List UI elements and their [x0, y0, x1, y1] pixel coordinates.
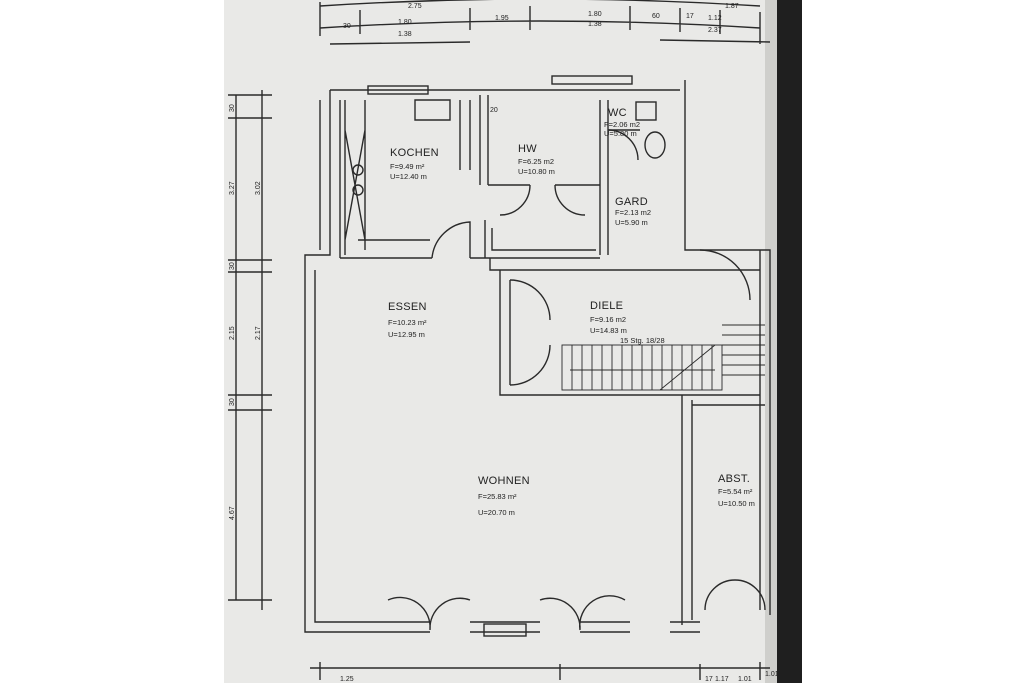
bottom-dim-5: 1.01 — [765, 671, 779, 678]
room-wohnen-name: WOHNEN — [478, 475, 530, 487]
top-dim-8: 17 — [686, 13, 694, 20]
room-wohnen-area: F=25.83 m² — [478, 492, 517, 501]
door-terrace-2 — [539, 595, 626, 631]
room-gard-name: GARD — [615, 196, 648, 208]
stove-burner-2 — [352, 184, 364, 196]
room-wohnen: WOHNEN F=25.83 m² U=20.70 m — [478, 475, 530, 517]
window-kochen — [367, 85, 429, 95]
left-dimension-labels: 30 3.27 3.02 30 2.15 2.17 30 4.67 — [229, 104, 262, 520]
top-dim-3: 1.87 — [725, 3, 739, 10]
window-wohnen — [483, 623, 527, 637]
room-wc-area: F=2.06 m2 — [604, 120, 640, 129]
room-diele-name: DIELE — [590, 300, 623, 312]
left-dim-8: 4.67 — [229, 506, 236, 520]
door-terrace-1 — [387, 596, 471, 631]
drawing-lines — [228, 0, 771, 680]
room-diele: DIELE F=9.16 m2 U=14.83 m 15 Stg. 18/28 — [590, 300, 665, 345]
left-dim-3: 3.02 — [255, 181, 262, 195]
top-dim-1: 2.75 — [408, 3, 422, 10]
room-abst-name: ABST. — [718, 473, 750, 485]
room-essen: ESSEN F=10.23 m² U=12.95 m — [388, 301, 427, 339]
room-essen-perimeter: U=12.95 m — [388, 330, 425, 339]
wall-thickness-label: 20 — [490, 107, 498, 114]
room-kochen-perimeter: U=12.40 m — [390, 172, 427, 181]
top-dim-7: 60 — [652, 13, 660, 20]
door-hw — [499, 184, 586, 216]
room-wc-perimeter: U=5.80 m — [604, 129, 637, 138]
top-dimension-lines — [319, 0, 771, 45]
door-essen-diele — [509, 279, 551, 386]
stair-label: 15 Stg. 18/28 — [620, 336, 665, 345]
south-wall — [380, 621, 700, 633]
room-gard: GARD F=2.13 m2 U=5.90 m — [615, 196, 651, 227]
room-diele-perimeter: U=14.83 m — [590, 326, 627, 335]
room-wohnen-perimeter: U=20.70 m — [478, 508, 515, 517]
kitchen-counter — [344, 99, 471, 255]
left-dim-5: 2.15 — [229, 326, 236, 340]
bottom-dimension-labels: 1.25 17 1.17 1.01 1.01 — [340, 671, 779, 683]
room-abst-area: F=5.54 m² — [718, 487, 753, 496]
top-dim-5: 1.80 — [398, 19, 412, 26]
window-hw — [551, 75, 633, 85]
stair — [561, 324, 765, 391]
top-dim-12: 2.37 — [708, 27, 722, 34]
room-kochen-name: KOCHEN — [390, 147, 439, 159]
top-dim-10: 1.38 — [398, 31, 412, 38]
room-gard-perimeter: U=5.90 m — [615, 218, 648, 227]
left-dim-4: 30 — [229, 262, 236, 270]
room-essen-area: F=10.23 m² — [388, 318, 427, 327]
room-abst: ABST. F=5.54 m² U=10.50 m — [718, 473, 755, 508]
room-diele-area: F=9.16 m2 — [590, 315, 626, 324]
room-wc-name: WC — [608, 107, 627, 119]
door-kochen — [431, 221, 471, 259]
left-dim-1: 30 — [229, 104, 236, 112]
top-dim-6: 1.80 — [588, 11, 602, 18]
binder-highlight — [765, 0, 777, 683]
door-entrance — [699, 249, 751, 301]
room-abst-perimeter: U=10.50 m — [718, 499, 755, 508]
room-wc: WC F=2.06 m2 U=5.80 m — [604, 107, 640, 138]
top-dim-11: 1.38 — [588, 21, 602, 28]
door-wc — [607, 129, 639, 161]
door-abst — [704, 579, 766, 611]
top-dimension-labels: 2.75 1.95 1.87 30 1.80 1.80 60 17 1.12 1… — [343, 3, 739, 38]
room-gard-area: F=2.13 m2 — [615, 208, 651, 217]
room-hw-area: F=6.25 m2 — [518, 157, 554, 166]
binder-edge — [776, 0, 802, 683]
bottom-dimension-lines — [310, 662, 770, 680]
left-dim-6: 2.17 — [255, 326, 262, 340]
room-hw: HW F=6.25 m2 U=10.80 m — [518, 143, 555, 176]
wc-sink — [635, 101, 657, 121]
top-dim-9: 1.12 — [708, 15, 722, 22]
left-dimension-lines — [228, 90, 272, 610]
bottom-dim-3: 1.17 — [715, 676, 729, 683]
bottom-dim-4: 1.01 — [738, 676, 752, 683]
left-dim-2: 3.27 — [229, 181, 236, 195]
interior-walls — [340, 95, 765, 625]
stove-burner-1 — [352, 164, 364, 176]
top-dim-2: 1.95 — [495, 15, 509, 22]
room-kochen: KOCHEN F=9.49 m² U=12.40 m — [390, 147, 439, 181]
left-dim-7: 30 — [229, 398, 236, 406]
room-essen-name: ESSEN — [388, 301, 427, 313]
room-hw-name: HW — [518, 143, 537, 155]
wc-toilet — [644, 131, 666, 159]
room-hw-perimeter: U=10.80 m — [518, 167, 555, 176]
top-dim-4: 30 — [343, 23, 351, 30]
outer-wall — [304, 80, 771, 633]
room-kochen-area: F=9.49 m² — [390, 162, 425, 171]
bottom-dim-1: 1.25 — [340, 676, 354, 683]
bottom-dim-2: 17 — [705, 676, 713, 683]
